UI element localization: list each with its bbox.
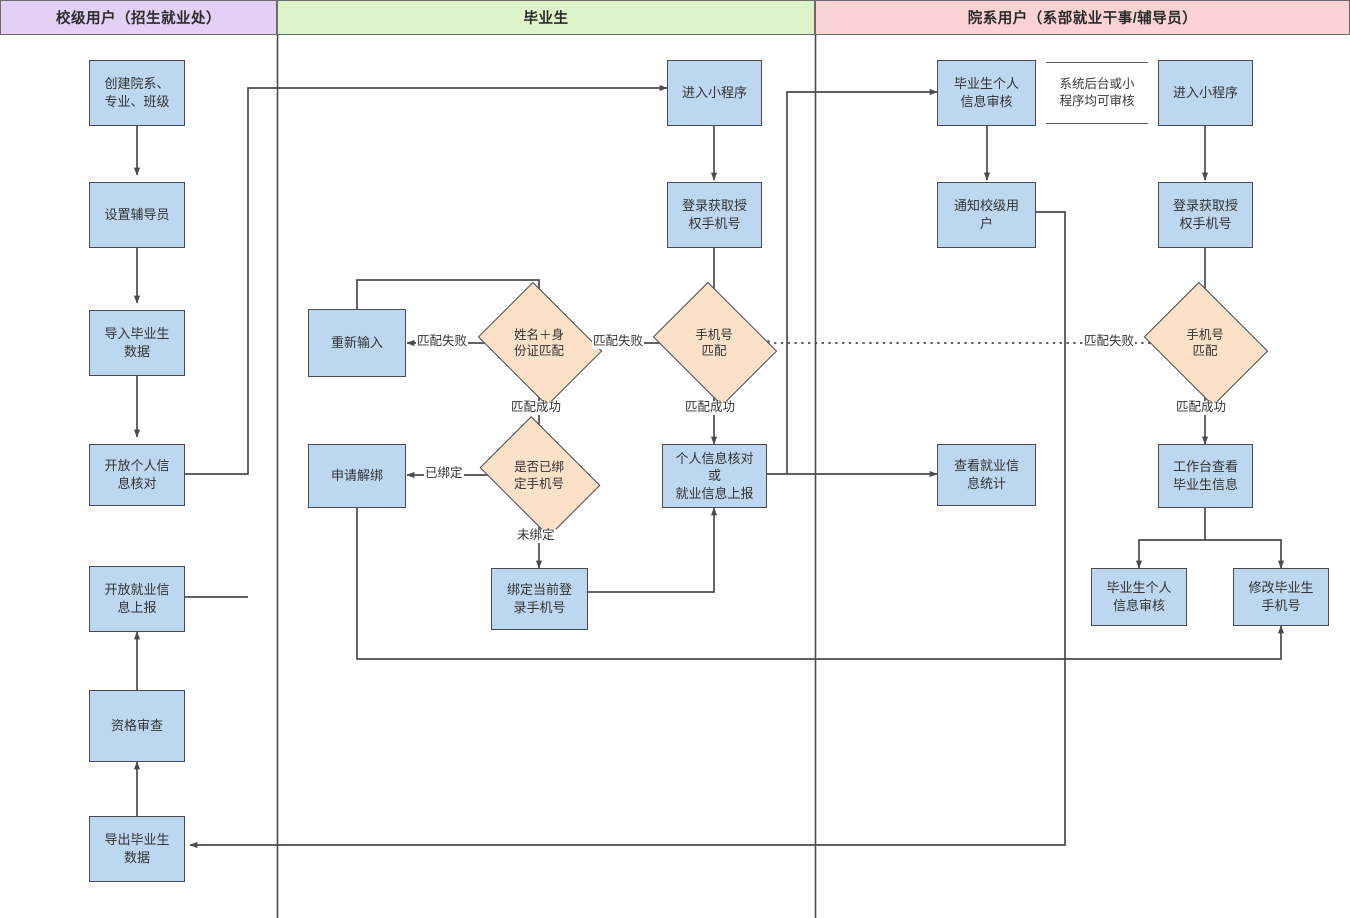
node-enter-miniprogram-department[interactable]: 进入小程序 — [1158, 60, 1253, 126]
node-bind-current-phone[interactable]: 绑定当前登 录手机号 — [491, 568, 588, 630]
node-apply-unbind[interactable]: 申请解绑 — [308, 444, 406, 508]
decision-phone-match-graduate[interactable]: 手机号 匹配 — [652, 281, 778, 407]
edge-label-phone-match-success-department: 匹配成功 — [1175, 400, 1228, 415]
node-verify-or-report[interactable]: 个人信息核对 或 就业信息上报 — [662, 444, 767, 508]
node-view-employment-stats[interactable]: 查看就业信 息统计 — [937, 444, 1036, 506]
node-dept-edit-graduate-phone[interactable]: 修改毕业生 手机号 — [1233, 568, 1329, 626]
node-workbench-view-graduates[interactable]: 工作台查看 毕业生信息 — [1158, 444, 1253, 508]
node-enter-miniprogram-graduate[interactable]: 进入小程序 — [667, 60, 762, 126]
node-qualification-review[interactable]: 资格审查 — [89, 690, 185, 762]
lane-header-school: 校级用户（招生就业处） — [0, 0, 277, 35]
node-login-get-phone-graduate[interactable]: 登录获取授 权手机号 — [667, 182, 762, 248]
node-open-personal-verify[interactable]: 开放个人信 息核对 — [89, 444, 185, 506]
node-set-counselor[interactable]: 设置辅导员 — [89, 182, 185, 248]
edge-label-phone-match-fail-department: 匹配失败 — [1083, 334, 1136, 349]
decision-name-id-match[interactable]: 姓名＋身 份证匹配 — [477, 281, 603, 407]
node-login-get-phone-department[interactable]: 登录获取授 权手机号 — [1158, 182, 1253, 248]
edge-label-already-bound: 已绑定 — [424, 466, 464, 481]
lane-header-department: 院系用户（系部就业干事/辅导员） — [815, 0, 1350, 35]
decision-is-phone-bound-label: 是否已绑 定手机号 — [513, 460, 564, 491]
decision-phone-match-department[interactable]: 手机号 匹配 — [1143, 281, 1269, 407]
lane-header-school-label: 校级用户（招生就业处） — [56, 11, 221, 27]
decision-is-phone-bound[interactable]: 是否已绑 定手机号 — [479, 416, 601, 537]
lane-header-department-label: 院系用户（系部就业干事/辅导员） — [967, 11, 1198, 27]
edge-label-not-bound: 未绑定 — [516, 528, 556, 543]
decision-phone-match-graduate-label: 手机号 匹配 — [695, 327, 733, 358]
node-export-graduates[interactable]: 导出毕业生 数据 — [89, 816, 185, 882]
lane-header-graduate-label: 毕业生 — [523, 11, 569, 27]
edge-label-phone-match-fail-graduate: 匹配失败 — [592, 334, 645, 349]
edge-label-phone-match-success-graduate: 匹配成功 — [684, 400, 737, 415]
node-create-org[interactable]: 创建院系、 专业、班级 — [89, 60, 185, 126]
edge-label-name-id-match-success: 匹配成功 — [510, 400, 563, 415]
node-notify-school-user[interactable]: 通知校级用 户 — [937, 182, 1036, 248]
node-dept-graduate-info-audit[interactable]: 毕业生个人 信息审核 — [1091, 568, 1187, 626]
note-audit-channel: 系统后台或小 程序均可审核 — [1046, 62, 1148, 124]
decision-phone-match-department-label: 手机号 匹配 — [1186, 327, 1224, 358]
decision-name-id-match-label: 姓名＋身 份证匹配 — [513, 327, 564, 358]
node-open-employment-report[interactable]: 开放就业信 息上报 — [89, 566, 185, 632]
node-graduate-info-audit[interactable]: 毕业生个人 信息审核 — [937, 60, 1036, 126]
node-import-graduates[interactable]: 导入毕业生 数据 — [89, 310, 185, 376]
node-reinput[interactable]: 重新输入 — [308, 309, 406, 377]
edge-label-name-id-match-fail: 匹配失败 — [416, 334, 469, 349]
lane-header-graduate: 毕业生 — [277, 0, 815, 35]
